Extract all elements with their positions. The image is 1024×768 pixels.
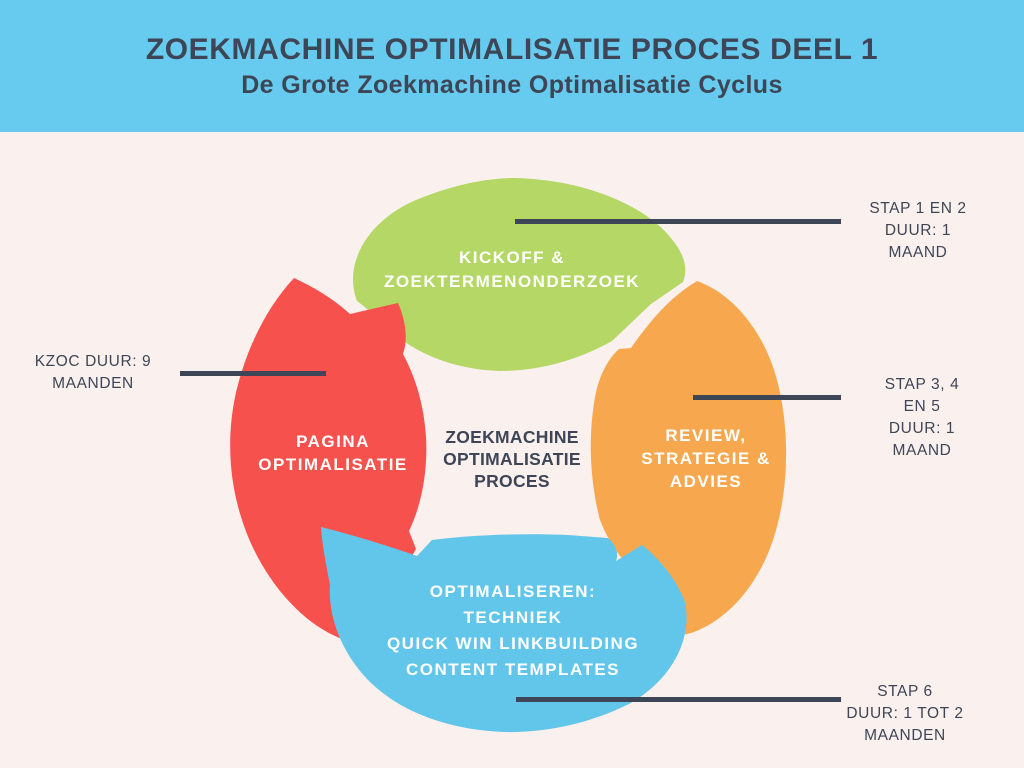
- header-banner: ZOEKMACHINE OPTIMALISATIE PROCES DEEL 1 …: [0, 0, 1024, 132]
- annotation-stap-6: STAP 6 DUUR: 1 TOT 2 MAANDEN: [846, 683, 964, 744]
- page-title: ZOEKMACHINE OPTIMALISATIE PROCES DEEL 1: [145, 33, 879, 66]
- page-subtitle: De Grote Zoekmachine Optimalisatie Cyclu…: [241, 71, 783, 99]
- connector-line-stap-6: [516, 697, 841, 702]
- connector-line-kzoc: [180, 371, 326, 376]
- annotation-stap-3-4-5: STAP 3, 4 EN 5 DUUR: 1 MAAND: [884, 376, 960, 459]
- connector-line-stap-1-2: [515, 219, 841, 224]
- arrow-shape-kickoff: [353, 178, 686, 371]
- center-label: ZOEKMACHINE OPTIMALISATIE PROCES: [443, 427, 581, 491]
- connector-line-stap-3-4-5: [693, 395, 841, 400]
- annotation-kzoc: KZOC DUUR: 9 MAANDEN: [34, 353, 152, 392]
- label-review: REVIEW, STRATEGIE & ADVIES: [641, 426, 771, 491]
- annotation-stap-1-2: STAP 1 EN 2 DUUR: 1 MAAND: [869, 200, 967, 261]
- arrow-shape-optimaliseren: [321, 527, 687, 733]
- label-kickoff: KICKOFF & ZOEKTERMENONDERZOEK: [383, 248, 641, 291]
- label-optimaliseren: OPTIMALISEREN: TECHNIEK QUICK WIN LINKBU…: [386, 582, 640, 679]
- label-pagina-optimalisatie: PAGINA OPTIMALISATIE: [258, 432, 408, 474]
